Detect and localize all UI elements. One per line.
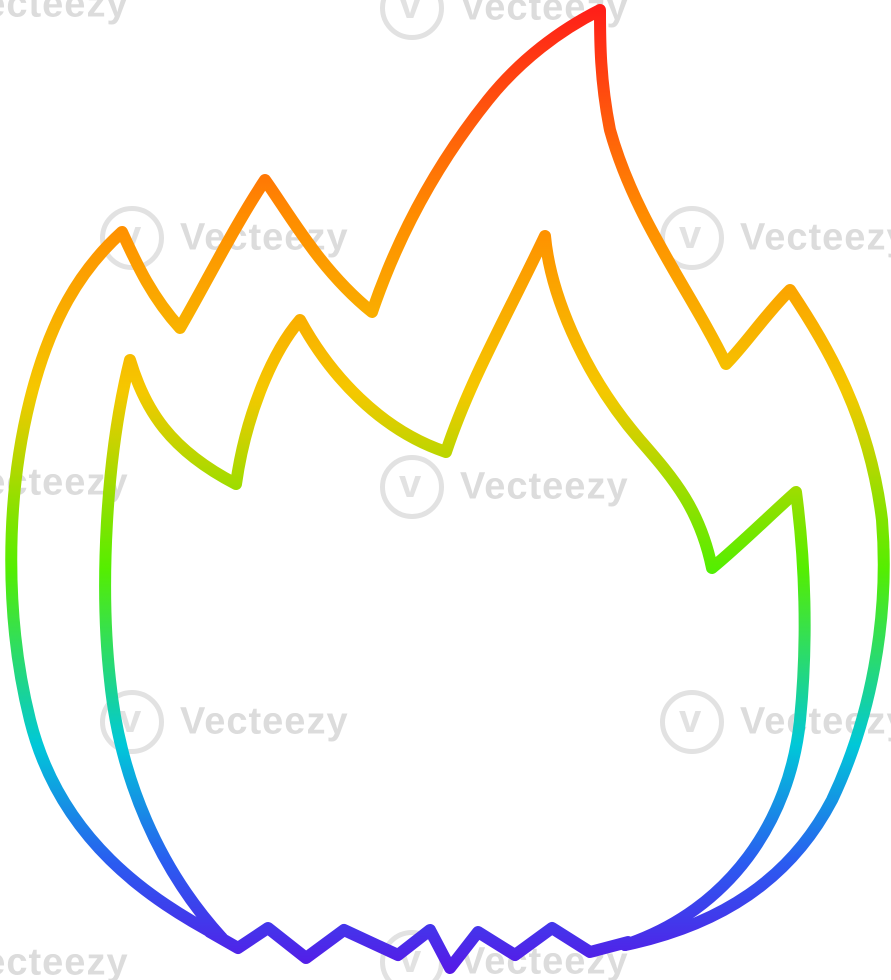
outer-flame-outline [5,4,890,951]
inner-flame-outline [99,230,811,951]
flame-base-zigzag [204,922,634,974]
